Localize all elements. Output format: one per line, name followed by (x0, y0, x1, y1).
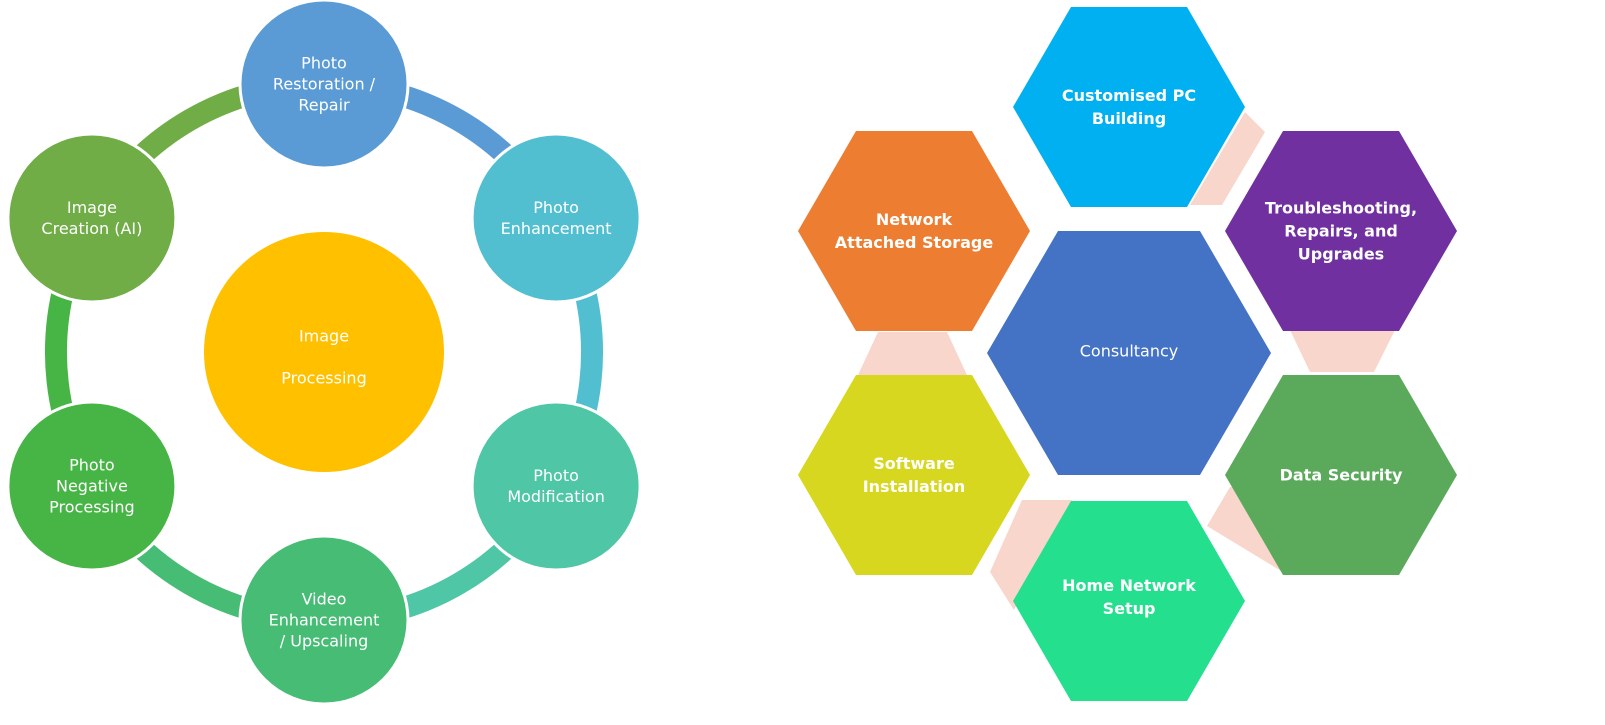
hex-customised-pc-building-label-line: Customised PC (1062, 86, 1196, 105)
hex-consultancy-label-line: Consultancy (1080, 342, 1179, 361)
cycle-ring-segment (126, 533, 258, 622)
hex-software-installation-label-line: Installation (863, 477, 966, 496)
cycle-node-label-line: Enhancement (269, 611, 380, 630)
hex-data-security-label-line: Data Security (1280, 466, 1403, 485)
hex-home-network-setup-label-line: Setup (1103, 599, 1156, 618)
hex-customised-pc-building (1013, 7, 1245, 207)
cycle-ring-segment (126, 82, 258, 171)
hex-consultancy (987, 231, 1271, 475)
hex-connector (1190, 112, 1265, 205)
center-circle (204, 232, 444, 472)
cycle-node-label-line: Processing (49, 498, 134, 517)
hex-network-attached-storage-label-line: Attached Storage (835, 233, 994, 252)
cycle-node-label-line: Video (302, 590, 347, 609)
cycle-node-5 (6, 400, 178, 572)
hex-connector (858, 332, 967, 375)
cycle-node-label-line: Negative (56, 477, 128, 496)
hex-home-network-setup (1013, 501, 1245, 701)
center-circle-label-line: Processing (281, 369, 366, 388)
it-services-hexagons: Consultancy Customised PC BuildingTroubles… (798, 7, 1457, 701)
cycle-node-label-line: Photo (301, 54, 347, 73)
cycle-node-2 (470, 132, 642, 304)
cycle-node-label-line: Creation (AI) (41, 219, 142, 238)
hex-data-security (1225, 375, 1457, 575)
hex-troubleshooting-repairs-upgrades (1225, 131, 1457, 331)
hex-troubleshooting-repairs-upgrades-label-line: Upgrades (1298, 245, 1384, 264)
cycle-node-label-line: Image (67, 198, 117, 217)
hex-troubleshooting-repairs-upgrades-label-line: Repairs, and (1284, 222, 1398, 241)
cycle-ring-segment (45, 279, 76, 425)
cycle-node-label-line: / Upscaling (280, 632, 368, 651)
hex-connector (990, 500, 1072, 610)
cycle-node-label-line: Photo (533, 198, 579, 217)
cycle-node-label-line: Photo (533, 466, 579, 485)
hex-customised-pc-building-label: Customised PC Building (1062, 86, 1196, 128)
cycle-node-label-line: Modification (507, 487, 605, 506)
cycle-node-label-line: Enhancement (501, 219, 612, 238)
hex-home-network-setup-label-line: Home Network (1062, 576, 1196, 595)
hex-network-attached-storage (798, 131, 1030, 331)
hex-software-installation-label-line: Software (873, 454, 955, 473)
cycle-node-4 (238, 534, 410, 706)
cycle-ring-segment (390, 82, 522, 171)
cycle-ring-segment (390, 533, 522, 622)
cycle-node-1 (238, 0, 410, 170)
cycle-ring-segment (572, 279, 603, 425)
cycle-node-label-line: Restoration / (273, 75, 376, 94)
hex-connector (1207, 487, 1286, 574)
cycle-node-3 (470, 400, 642, 572)
center-circle-label-line: Image (299, 327, 349, 346)
cycle-node-6 (6, 132, 178, 304)
hex-connector (1290, 330, 1395, 372)
cycle-node-label-line: Photo (69, 456, 115, 475)
hex-network-attached-storage-label-line: Network (876, 210, 953, 229)
hex-consultancy-label: Consultancy (1080, 342, 1179, 361)
hex-troubleshooting-repairs-upgrades-label-line: Troubleshooting, (1265, 199, 1417, 218)
cycle-node-label-line: Repair (298, 96, 350, 115)
hex-data-security-label: Data Security (1280, 466, 1403, 485)
hex-software-installation (798, 375, 1030, 575)
hex-customised-pc-building-label-line: Building (1092, 109, 1166, 128)
